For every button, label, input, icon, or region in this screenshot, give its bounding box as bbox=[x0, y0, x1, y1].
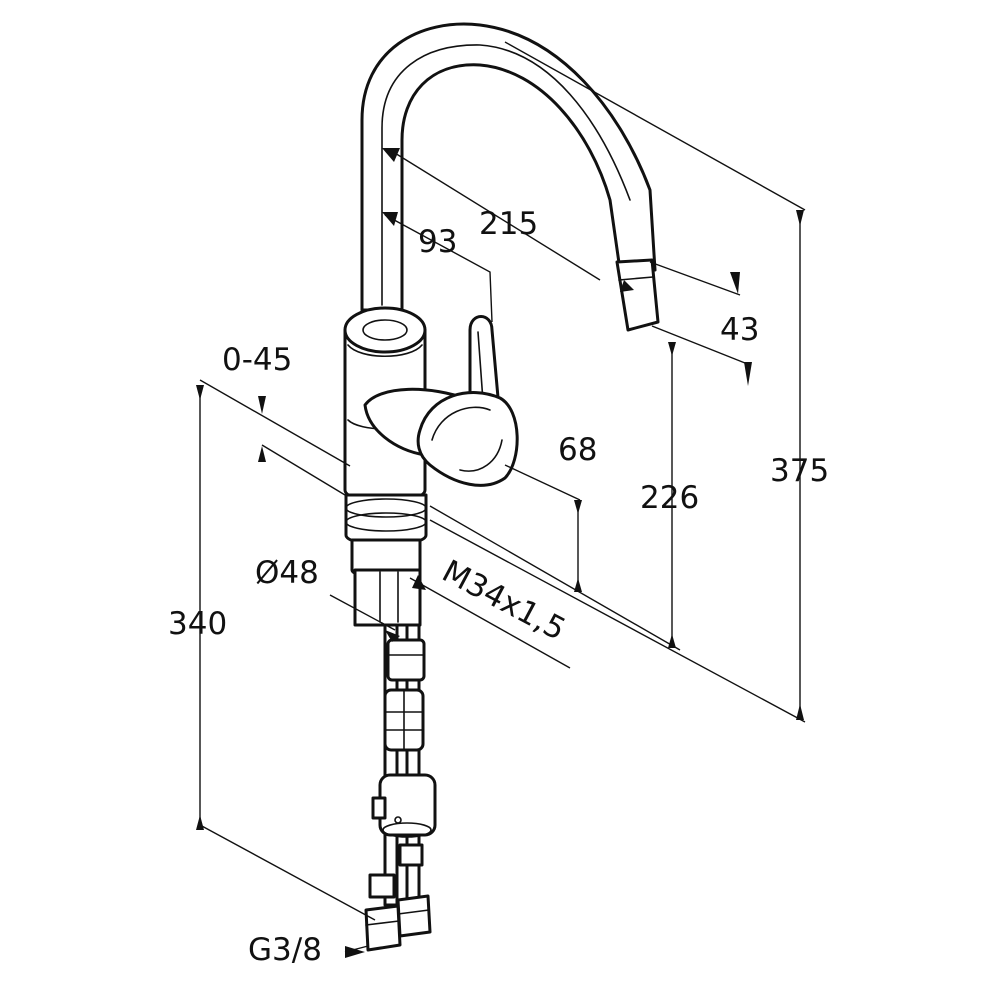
dim-215: 215 bbox=[479, 206, 538, 242]
dimension-arrows bbox=[196, 148, 804, 958]
dim-340: 340 bbox=[168, 606, 227, 642]
connection-nuts bbox=[364, 894, 432, 952]
lever-handle bbox=[416, 315, 519, 487]
base-rings bbox=[344, 493, 428, 579]
dim-43: 43 bbox=[720, 312, 759, 348]
dim-226: 226 bbox=[640, 480, 699, 516]
dim-68: 68 bbox=[558, 432, 597, 468]
dim-93: 93 bbox=[418, 224, 457, 260]
spout-outlet bbox=[615, 258, 660, 332]
dim-0-45: 0-45 bbox=[222, 342, 292, 378]
dimension-labels: 215 93 43 0-45 68 226 375 340 Ø48 M34x1,… bbox=[168, 206, 829, 968]
dim-g3-8: G3/8 bbox=[248, 932, 322, 968]
dim-m34x1-5: M34x1,5 bbox=[436, 553, 571, 648]
dim-diameter-48: Ø48 bbox=[255, 555, 319, 591]
connection-hoses bbox=[368, 623, 437, 907]
dimension-lines bbox=[199, 41, 806, 953]
dim-375: 375 bbox=[770, 453, 829, 489]
spout bbox=[360, 22, 657, 312]
